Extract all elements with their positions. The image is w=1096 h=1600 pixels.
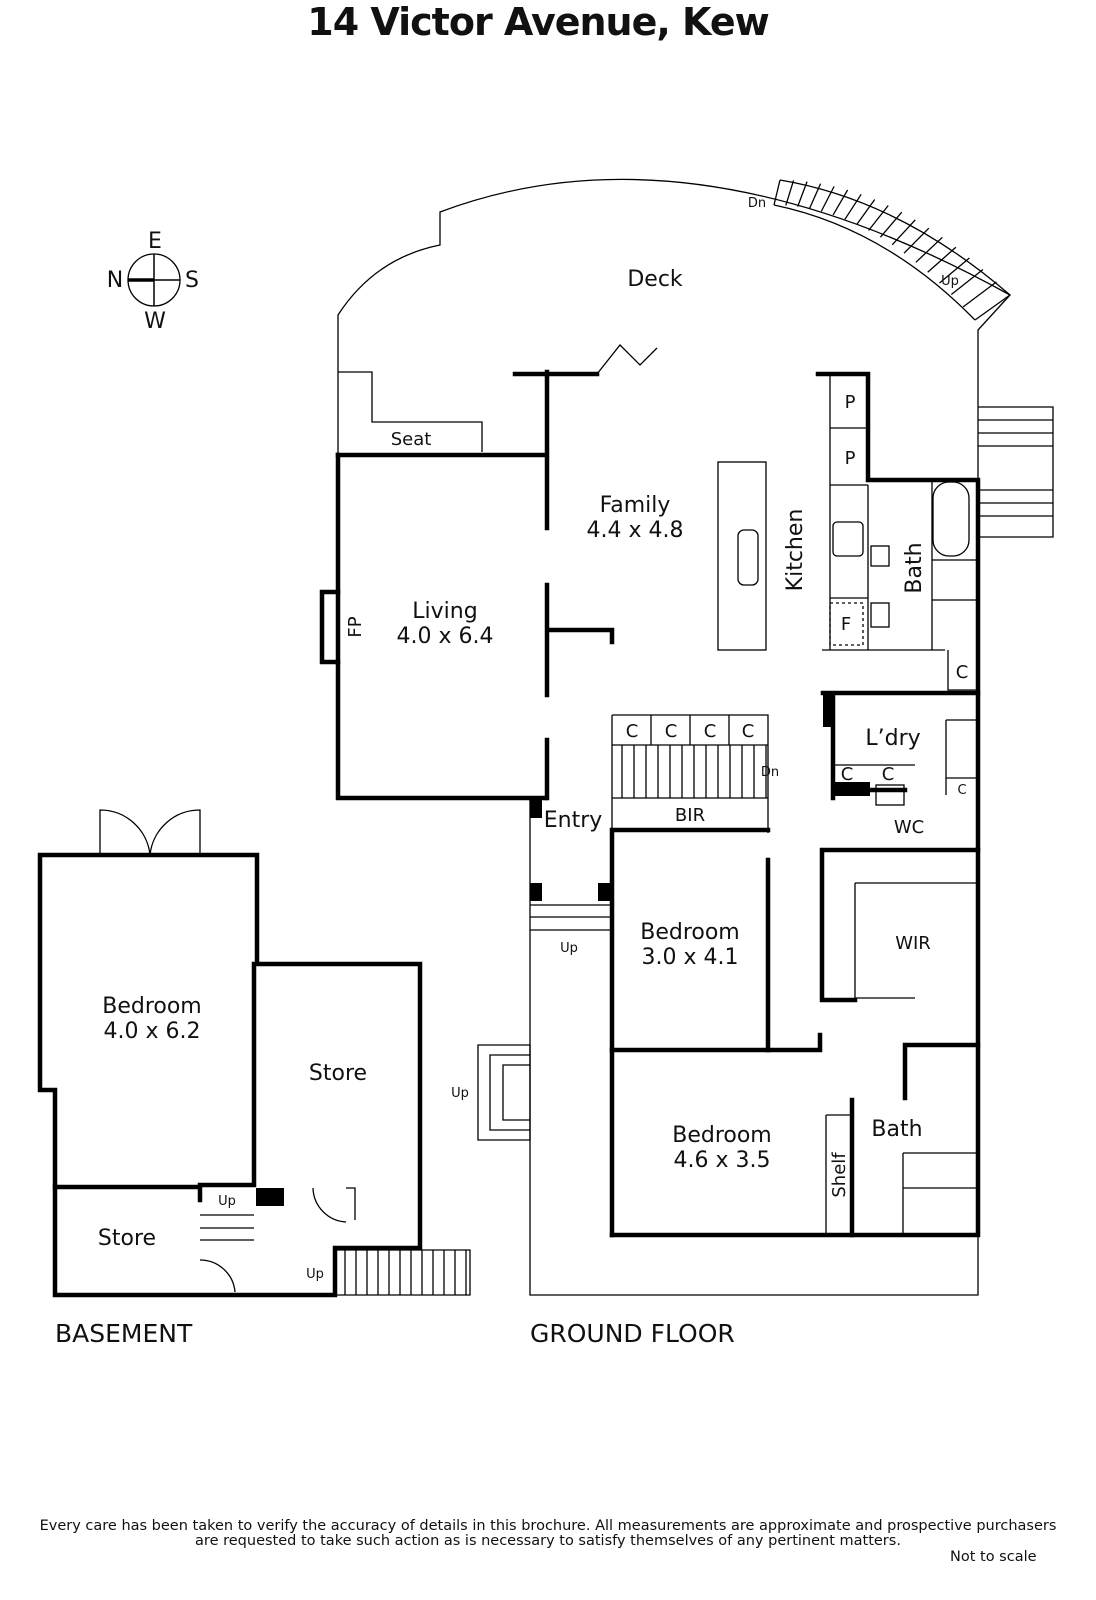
compass-north: N	[107, 268, 123, 293]
floor-label-basement: BASEMENT	[55, 1319, 193, 1348]
stair-tread	[820, 186, 835, 212]
stair-tread	[808, 183, 822, 209]
stairs-down-label: Dn	[761, 765, 779, 780]
room-size-bedroom: 4.6 x 3.5	[674, 1148, 771, 1173]
compass-south: S	[185, 268, 199, 293]
room-size-bedroom: 4.0 x 6.2	[104, 1019, 201, 1044]
room-size-bedroom: 3.0 x 4.1	[642, 945, 739, 970]
cupboard-label: C	[957, 783, 966, 798]
room-label-kitchen: Kitchen	[783, 509, 808, 592]
stairs-up-label: Up	[306, 1267, 324, 1282]
stair-tread	[773, 179, 781, 206]
cupboard-label: C	[626, 721, 639, 742]
room-label-bedroom: Bedroom	[102, 994, 202, 1019]
fridge-label: F	[841, 614, 851, 635]
floor-label-ground: GROUND FLOOR	[530, 1319, 735, 1348]
stairs-up-label: Up	[218, 1194, 236, 1209]
room-label-wir: WIR	[895, 933, 931, 954]
stair-tread	[856, 199, 876, 225]
stair-tread	[844, 193, 862, 220]
stair-tread	[903, 227, 930, 254]
room-label-bedroom: Bedroom	[640, 920, 740, 945]
stair-tread	[962, 281, 997, 308]
deck-stairs-down-label: Dn	[748, 196, 766, 211]
stair-tread	[868, 205, 889, 231]
disclaimer-line: Every care has been taken to verify the …	[39, 1518, 1057, 1534]
pantry-label: P	[845, 448, 856, 469]
stair-tread	[832, 189, 849, 216]
room-label-living: Living	[412, 599, 477, 624]
ground-floor-plan: Deck Dn Up Seat Family 4.4 x 4.8 Living …	[319, 178, 1054, 1348]
deck-stairs-up-label: Up	[941, 274, 959, 289]
stair-tread	[879, 211, 903, 238]
stair-tread	[891, 219, 916, 246]
shelf-label: Shelf	[829, 1152, 850, 1198]
basement-plan: Bedroom 4.0 x 6.2 Store Store Up Up BASE…	[37, 809, 471, 1348]
room-label-family: Family	[600, 493, 671, 518]
not-to-scale-note: Not to scale	[950, 1549, 1037, 1565]
cupboard-label: C	[882, 764, 895, 785]
seat-label: Seat	[391, 429, 432, 450]
disclaimer-line: are requested to take such action as is …	[195, 1533, 901, 1549]
cupboard-label: C	[742, 721, 755, 742]
room-size-living: 4.0 x 6.4	[397, 624, 494, 649]
cupboard-label: C	[956, 662, 969, 683]
compass-icon: E N S W	[107, 229, 199, 334]
room-label-wc: WC	[894, 817, 924, 838]
room-size-family: 4.4 x 4.8	[587, 518, 684, 543]
side-steps-up-label: Up	[451, 1086, 469, 1101]
pantry-label: P	[845, 392, 856, 413]
room-label-store: Store	[98, 1226, 156, 1251]
fireplace-label: FP	[345, 616, 366, 637]
stair-tread	[915, 236, 943, 263]
stair-tread	[785, 180, 795, 206]
room-label-deck: Deck	[627, 267, 683, 292]
stair-tread	[950, 269, 984, 296]
compass-east: E	[148, 229, 162, 254]
cupboard-label: C	[704, 721, 717, 742]
stair-tread	[974, 294, 1011, 321]
room-label-store: Store	[309, 1061, 367, 1086]
room-label-ensuite-bath: Bath	[871, 1117, 922, 1142]
room-label-entry: Entry	[544, 808, 603, 833]
room-label-bir: BIR	[675, 805, 705, 826]
entry-steps-up-label: Up	[560, 941, 578, 956]
room-label-laundry: L’dry	[865, 726, 920, 751]
room-label-bath: Bath	[902, 542, 927, 593]
stair-tread	[939, 257, 970, 284]
cupboard-label: C	[841, 764, 854, 785]
page-title: 14 Victor Avenue, Kew	[307, 0, 769, 44]
stair-tread	[927, 246, 957, 273]
compass-west: W	[144, 309, 166, 334]
stair-tread	[797, 181, 808, 207]
disclaimer: Every care has been taken to verify the …	[0, 1519, 1096, 1549]
room-label-bedroom: Bedroom	[672, 1123, 772, 1148]
cupboard-label: C	[665, 721, 678, 742]
